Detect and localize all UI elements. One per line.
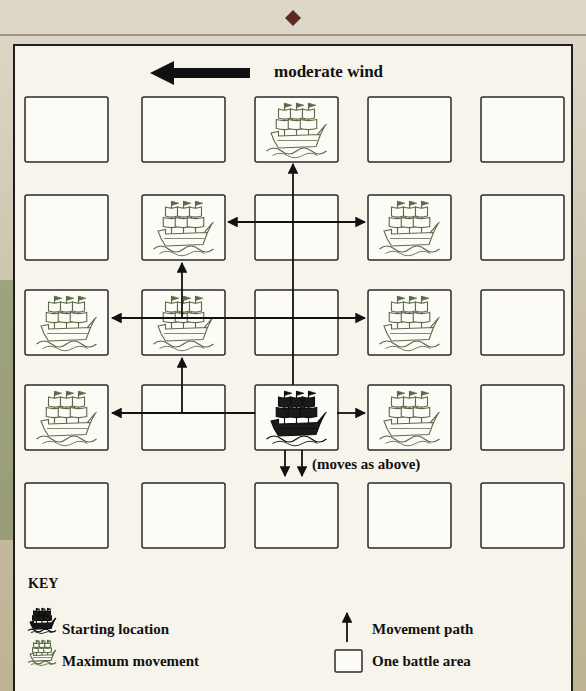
movement-arrow <box>228 221 293 223</box>
movement-arrow <box>112 317 293 319</box>
movement-ship <box>380 296 440 351</box>
battle-area <box>481 97 564 162</box>
battle-area <box>368 97 451 162</box>
battle-area <box>25 483 108 548</box>
path-sample <box>346 613 348 642</box>
movement-ship <box>267 103 327 158</box>
movement-arrow <box>284 450 286 476</box>
battle-area <box>142 483 225 548</box>
battle-area <box>255 290 338 355</box>
battle-area <box>255 97 338 162</box>
battle-area <box>368 385 451 450</box>
legend-text: Starting location <box>62 621 169 638</box>
note-label: (moves as above) <box>312 456 420 473</box>
movement-arrow <box>181 358 183 413</box>
battle-area <box>142 290 225 355</box>
wind-arrow <box>150 61 250 85</box>
movement-ship <box>37 391 97 446</box>
header-rule <box>0 34 586 36</box>
legend-text: Maximum movement <box>62 653 199 670</box>
movement-ship <box>380 201 440 256</box>
landscape-edge <box>0 280 14 540</box>
battle-area <box>255 483 338 548</box>
movement-ship <box>37 296 97 351</box>
battle-area <box>142 195 225 260</box>
battle-area <box>25 385 108 450</box>
battle-area <box>255 385 338 450</box>
battle-grid <box>25 97 564 548</box>
movement-arrow <box>112 412 255 414</box>
movement-arrow <box>301 450 303 476</box>
battle-area <box>142 385 225 450</box>
movement-arrow <box>292 164 294 385</box>
movement-ship <box>28 640 56 666</box>
battle-area <box>481 290 564 355</box>
legend-samples <box>28 608 362 672</box>
battle-area <box>25 290 108 355</box>
legend-text: One battle area <box>372 653 471 670</box>
movement-arrow <box>293 317 365 319</box>
key-heading: KEY <box>28 576 58 591</box>
battle-area <box>368 483 451 548</box>
battle-area <box>25 97 108 162</box>
area-sample <box>335 650 362 672</box>
battle-area <box>368 290 451 355</box>
movement-ship <box>154 296 214 351</box>
diagram-panel <box>14 45 572 691</box>
battle-area <box>368 195 451 260</box>
battle-area <box>142 97 225 162</box>
starting-ship <box>28 608 56 634</box>
ship-layer <box>37 103 440 446</box>
movement-ship <box>154 201 214 256</box>
battle-area <box>481 195 564 260</box>
legend-text: Movement path <box>372 621 473 638</box>
starting-ship <box>267 391 327 446</box>
header-diamond <box>285 10 301 26</box>
battle-area <box>481 483 564 548</box>
movement-ship <box>380 391 440 446</box>
battle-area <box>25 195 108 260</box>
movement-arrow <box>337 412 365 414</box>
battle-area <box>481 385 564 450</box>
battle-area <box>255 195 338 260</box>
movement-arrow <box>293 221 365 223</box>
movement-arrow <box>181 263 183 318</box>
movement-paths <box>112 164 365 476</box>
wind-label: moderate wind <box>274 63 383 82</box>
